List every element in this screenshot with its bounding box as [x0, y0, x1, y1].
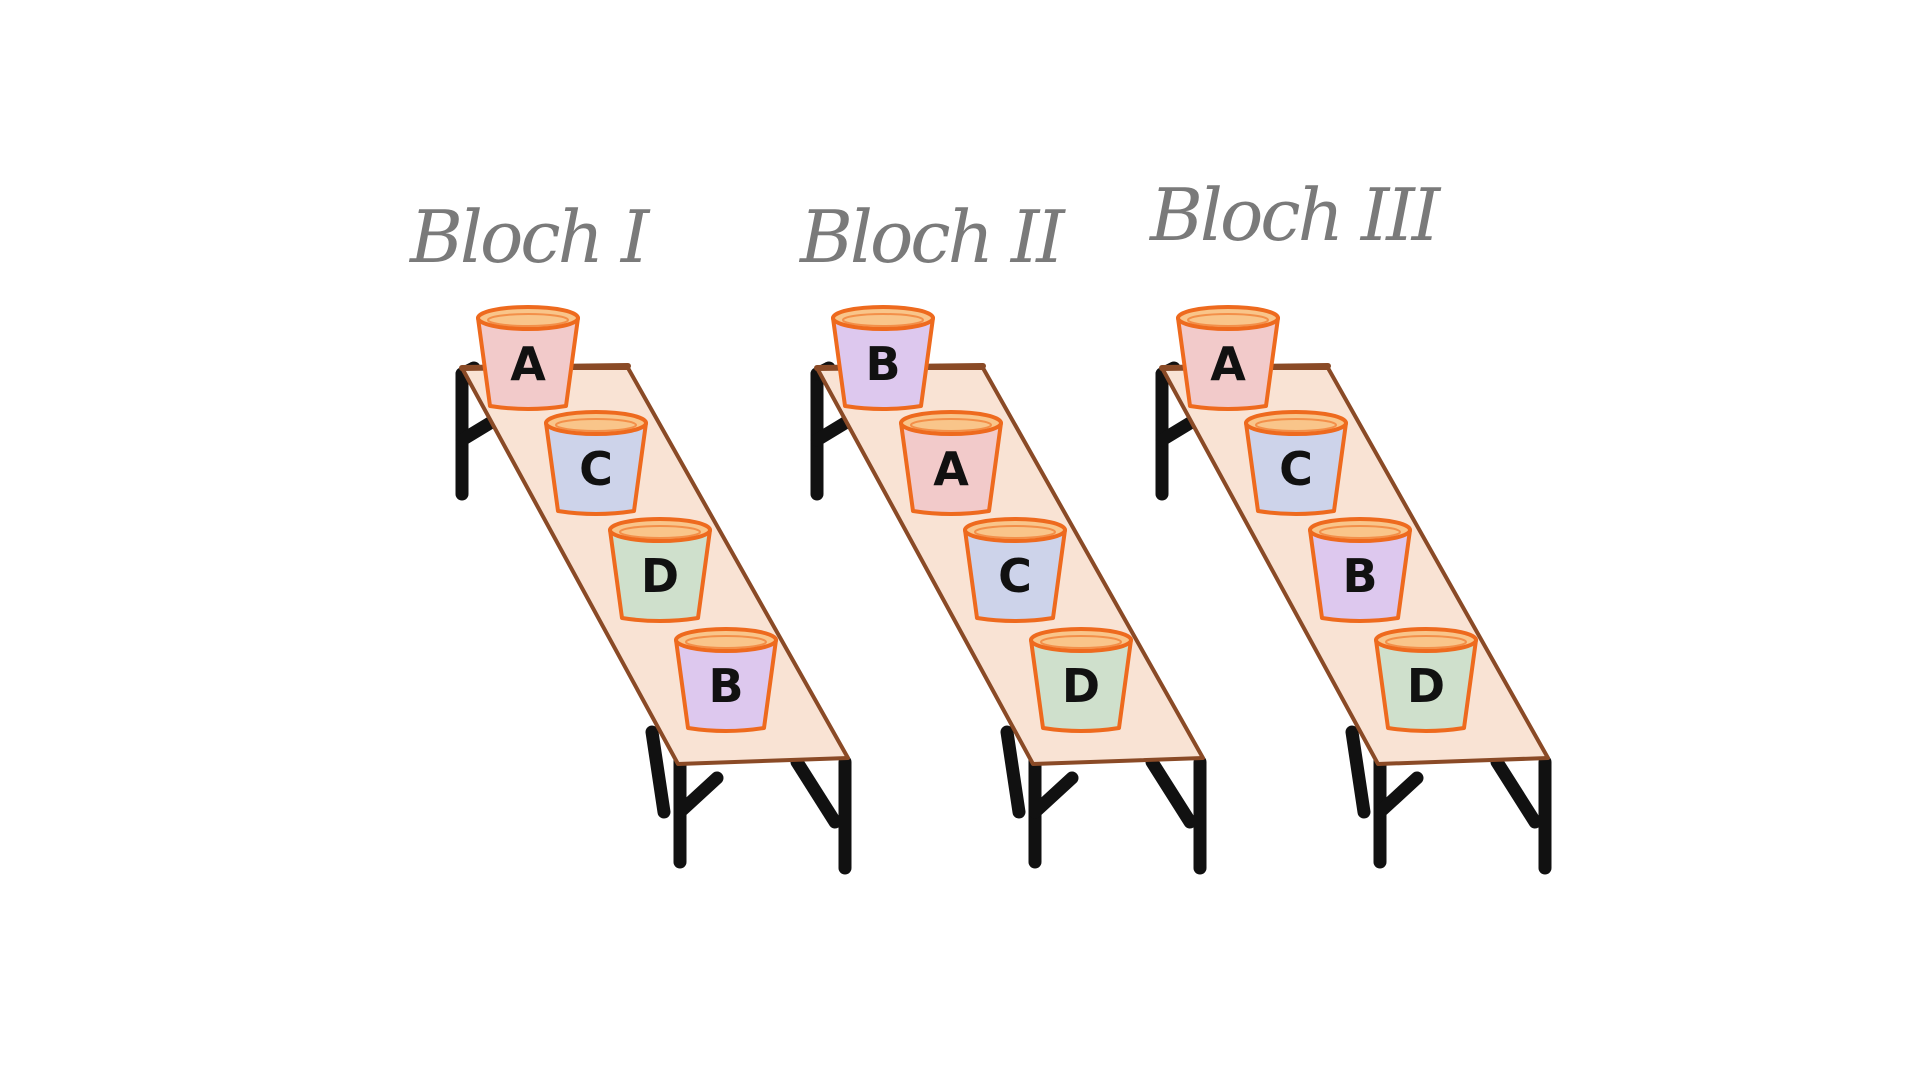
plant-pot: D	[1374, 627, 1478, 733]
pot-label: B	[708, 659, 743, 713]
block-1: Bloch I ACD B	[408, 195, 852, 875]
plant-pot: A	[1176, 305, 1280, 411]
block-title: Bloch I	[408, 195, 651, 279]
plant-pot: B	[1308, 517, 1412, 623]
block-3: Bloch III ACB D	[1148, 173, 1552, 875]
pot-label: C	[998, 549, 1032, 603]
bench-legs	[455, 361, 852, 875]
pot-label: C	[1279, 442, 1313, 496]
pot-label: D	[1407, 659, 1445, 713]
pot-label: B	[1342, 549, 1377, 603]
pot-label: D	[1062, 659, 1100, 713]
plant-pot: D	[1029, 627, 1133, 733]
plant-pot: B	[831, 305, 935, 411]
pot-label: A	[1210, 337, 1246, 391]
plant-pot: D	[608, 517, 712, 623]
pot-label: A	[933, 442, 969, 496]
plant-pot: C	[544, 410, 648, 516]
pot-label: D	[641, 549, 679, 603]
block-title: Bloch II	[798, 195, 1066, 279]
plant-pot: B	[674, 627, 778, 733]
plant-pot: C	[963, 517, 1067, 623]
pot-label: B	[865, 337, 900, 391]
pot-label: A	[510, 337, 546, 391]
block-2: Bloch II BAC D	[798, 195, 1207, 875]
plant-pot: A	[899, 410, 1003, 516]
plant-pot: C	[1244, 410, 1348, 516]
pot-label: C	[579, 442, 613, 496]
bench-legs	[1155, 361, 1552, 875]
plant-pot: A	[476, 305, 580, 411]
block-title: Bloch III	[1148, 173, 1442, 257]
